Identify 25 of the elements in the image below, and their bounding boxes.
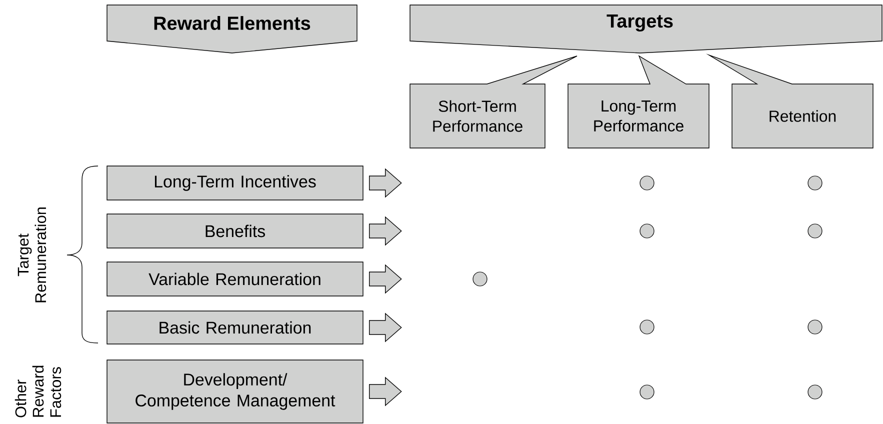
side-label: Target Remuneration	[18, 208, 46, 302]
callout-box: Short-Term Performance	[410, 56, 578, 148]
dot	[472, 272, 488, 286]
element-box: Variable Remuneration	[106, 262, 364, 296]
element-box: Basic Remuneration	[106, 310, 364, 344]
block-arrow	[369, 312, 402, 342]
dot	[808, 320, 822, 334]
block-arrow	[369, 376, 402, 406]
dot	[808, 176, 822, 190]
element-box: Development/ Competence Management	[106, 360, 364, 424]
side-label: Other Reward Factors	[14, 366, 62, 418]
element-box: Long-Term Incentives	[106, 166, 364, 200]
dot	[640, 384, 654, 400]
block-arrow	[369, 168, 402, 198]
element-box: Benefits	[106, 214, 364, 248]
callout-box: Long-Term Performance	[568, 55, 710, 148]
dot	[640, 224, 654, 238]
block-arrow	[369, 216, 402, 246]
block-arrow	[369, 264, 402, 294]
dot	[808, 384, 822, 400]
node-label: Retention	[770, 110, 836, 122]
callout-box: Retention	[706, 54, 874, 148]
dot	[640, 320, 654, 334]
dot	[808, 224, 822, 238]
dot	[640, 176, 654, 190]
